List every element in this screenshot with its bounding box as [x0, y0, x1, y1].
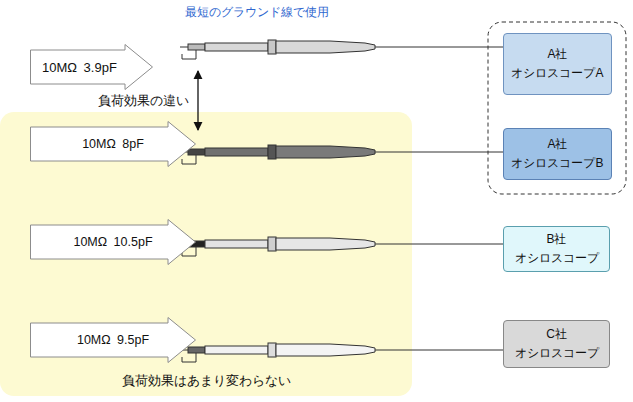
arrow-outline	[31, 220, 196, 265]
spec-label: 10MΩ 10.5pF	[30, 235, 196, 259]
spec-arrow: 10MΩ 3.9pF	[30, 44, 153, 90]
scope-label: オシロスコープ	[515, 344, 599, 363]
scope-label: A社	[547, 135, 567, 154]
scope-box: A社オシロスコープB	[503, 128, 612, 180]
probe	[180, 145, 503, 164]
band-ground	[0, 112, 412, 396]
spec-label: 10MΩ 9.5pF	[30, 333, 196, 357]
spec-arrow: 10MΩ 10.5pF	[30, 219, 196, 265]
arrow-outline	[31, 122, 196, 167]
arrow-outline	[31, 45, 153, 90]
scope-box: A社オシロスコープA	[503, 33, 612, 95]
scope-box: C社オシロスコープ	[503, 320, 610, 368]
highlight-band: 負荷効果はあまり変わらない 10MΩ 8pF 10MΩ 10.5pF 10MΩ 9.5…	[0, 112, 412, 396]
spec-label: 10MΩ 8pF	[30, 137, 196, 161]
edge-label: 負荷効果の違い	[96, 93, 191, 110]
double-arrow	[197, 71, 198, 130]
spec-label: 10MΩ 3.9pF	[42, 60, 117, 75]
scope-label: オシロスコープ	[515, 249, 599, 268]
scope-label: A社	[547, 45, 567, 64]
probe	[180, 343, 503, 362]
scope-label: B社	[546, 230, 566, 249]
scope-label: オシロスコープB	[511, 154, 603, 173]
scope-label: オシロスコープA	[511, 64, 603, 83]
probe	[180, 40, 503, 59]
note-text: 負荷効果はあまり変わらない	[0, 373, 412, 390]
scope-label: C社	[546, 325, 567, 344]
spec-arrow: 10MΩ 9.5pF	[30, 317, 196, 363]
probe	[180, 237, 503, 256]
title: 最短のグラウンド線で使用	[185, 4, 329, 21]
dashed-group	[488, 22, 626, 194]
scope-box: B社オシロスコープ	[503, 226, 610, 272]
spec-arrow: 10MΩ 8pF	[30, 121, 196, 167]
arrow-outline	[31, 318, 196, 363]
